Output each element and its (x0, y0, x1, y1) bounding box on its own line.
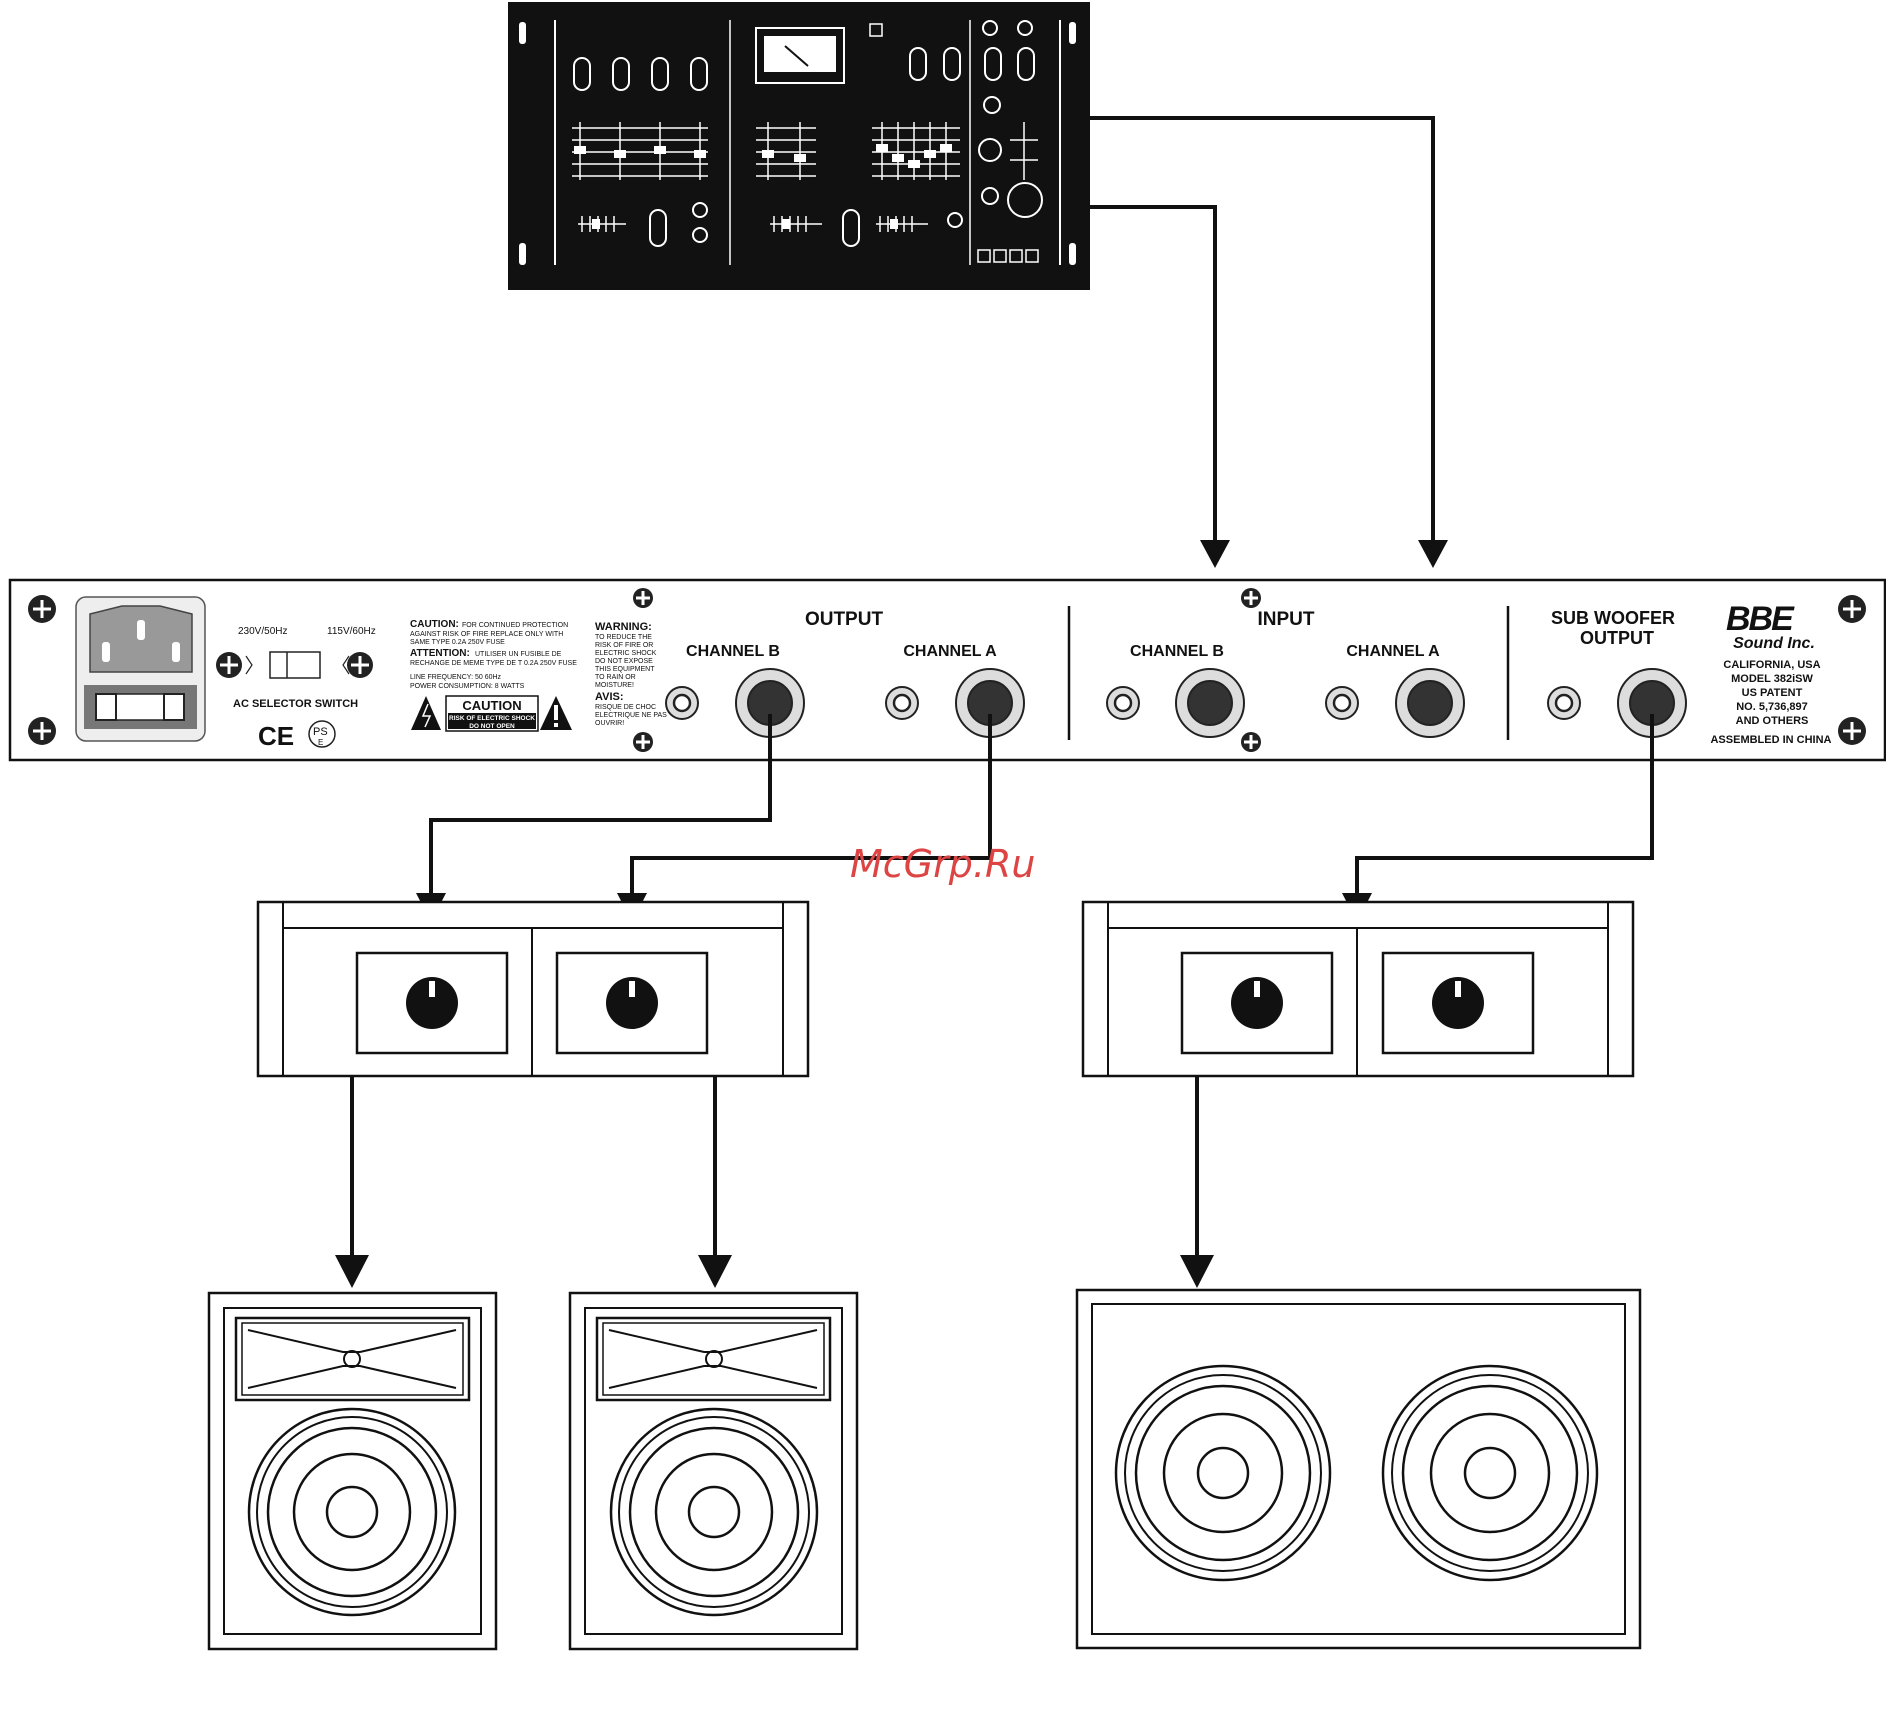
ac-selector-label: AC SELECTOR SWITCH (233, 698, 358, 710)
caution-box-title: CAUTION (462, 698, 521, 713)
caution-text-2: AGAINST RISK OF FIRE REPLACE ONLY WITH (410, 631, 563, 638)
warning-line-6: MOISTURE! (595, 682, 634, 689)
avis-line-2: OUVRIR! (595, 720, 624, 727)
sub-woofer-label-line2: OUTPUT (1580, 628, 1654, 648)
brand-info-1: MODEL 382iSW (1731, 673, 1813, 685)
warning-line-4: THIS EQUIPMENT (595, 666, 655, 673)
warning-line-2: ELECTRIC SHOCK (595, 650, 657, 657)
ac-selector-switch (245, 651, 350, 679)
output-to-amp-cables (429, 714, 1654, 900)
warning-title: WARNING: (595, 621, 652, 633)
ce-mark: CE (258, 721, 294, 751)
full-range-speaker-right (568, 1291, 859, 1651)
brand-info-2: US PATENT (1742, 687, 1803, 699)
knob-icon (1231, 977, 1484, 1029)
input-heading: INPUT (1258, 609, 1315, 630)
amp-to-speaker-cables (350, 1076, 1199, 1262)
warning-line-0: TO REDUCE THE (595, 634, 652, 641)
ps-sub-mark: E (318, 738, 323, 747)
mixer-to-input-cables (1090, 116, 1435, 545)
input-channel-a-label: CHANNEL A (1346, 643, 1440, 660)
sub-woofer-label-line1: SUB WOOFER (1551, 608, 1675, 628)
brand-assembled: ASSEMBLED IN CHINA (1710, 734, 1831, 746)
attention-text-2: RECHANGE DE MEME TYPE DE T 0.2A 250V FUS… (410, 660, 577, 667)
output-channel-a-label: CHANNEL A (903, 643, 997, 660)
voltage-115-label: 115V/60Hz (327, 626, 376, 637)
jack-icon (665, 668, 1687, 738)
avis-line-1: ELECTRIQUE NE PAS (595, 712, 667, 719)
watermark: McGrp.Ru (850, 842, 1035, 886)
warning-line-1: RISK OF FIRE OR (595, 642, 653, 649)
power-consumption: POWER CONSUMPTION: 8 WATTS (410, 683, 525, 690)
subwoofer-cabinet (1075, 1288, 1642, 1650)
caution-box-line1: RISK OF ELECTRIC SHOCK (449, 715, 535, 722)
arrow-icon (1200, 540, 1448, 568)
brand-info-0: CALIFORNIA, USA (1723, 659, 1820, 671)
caution-text-3: SAME TYPE 0.2A 250V FUSE (410, 639, 505, 646)
attention-text-1: UTILISER UN FUSIBLE DE (475, 651, 562, 658)
voltage-230-label: 230V/50Hz (238, 626, 287, 637)
brand-company: Sound Inc. (1733, 635, 1815, 652)
caution-box-line2: DO NOT OPEN (469, 723, 515, 730)
brand-info-3: NO. 5,736,897 (1736, 701, 1808, 713)
avis-line-0: RISQUE DE CHOC (595, 704, 656, 711)
power-inlet-icon (75, 596, 206, 742)
brand-info-4: AND OTHERS (1736, 715, 1809, 727)
ps-mark: PS (313, 726, 328, 738)
output-heading: OUTPUT (805, 609, 884, 630)
exclamation-warning-icon (540, 696, 572, 730)
line-frequency: LINE FREQUENCY: 50 60Hz (410, 674, 502, 681)
knob-icon (406, 977, 658, 1029)
full-range-speaker-left (207, 1291, 498, 1651)
attention-title: ATTENTION: (410, 648, 470, 659)
output-channel-b-label: CHANNEL B (686, 643, 780, 660)
warning-line-5: TO RAIN OR (595, 674, 636, 681)
shock-warning-icon (411, 696, 441, 730)
bbe-rack-panel: 230V/50Hz 115V/60Hz AC SELECTOR SWITCH C… (8, 578, 1886, 762)
avis-title: AVIS: (595, 691, 624, 703)
caution-title: CAUTION: (410, 619, 459, 630)
warning-line-3: DO NOT EXPOSE (595, 658, 653, 665)
input-channel-b-label: CHANNEL B (1130, 643, 1224, 660)
caution-text-1: FOR CONTINUED PROTECTION (462, 622, 568, 629)
amplifier-right (1081, 900, 1635, 1078)
mixer-unit (508, 2, 1090, 290)
bbe-logo: BBE (1726, 600, 1795, 638)
amplifier-left (256, 900, 810, 1078)
